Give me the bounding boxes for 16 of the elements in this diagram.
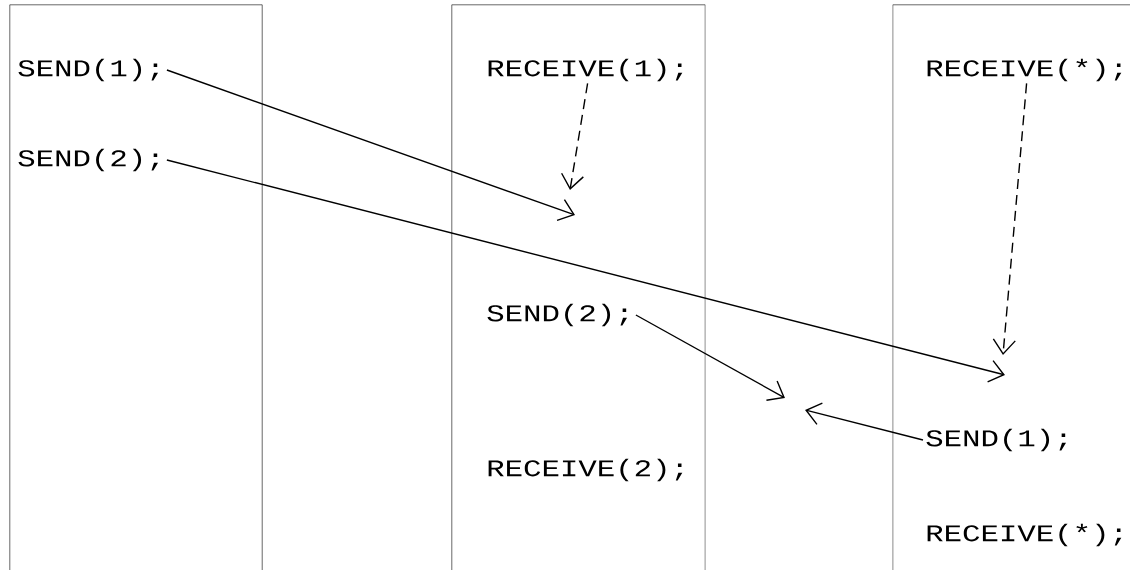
arrow [805,402,924,441]
code-statement: RECEIVE(*); [927,58,1122,82]
code-statement: SEND(1); [926,428,1066,452]
code-statement: RECEIVE(1); [488,58,683,82]
process-column [451,4,706,570]
dashed-arrow [560,82,589,190]
code-statement: RECEIVE(2); [488,458,683,482]
process-column [9,4,263,570]
dashed-arrow [992,82,1028,355]
code-statement: SEND(2); [487,303,627,327]
code-statement: RECEIVE(*); [927,523,1122,547]
code-statement: SEND(2); [18,148,159,172]
arrow [635,314,785,401]
arrow [166,159,1005,383]
arrow [166,69,575,221]
code-statement: SEND(1); [18,58,159,82]
